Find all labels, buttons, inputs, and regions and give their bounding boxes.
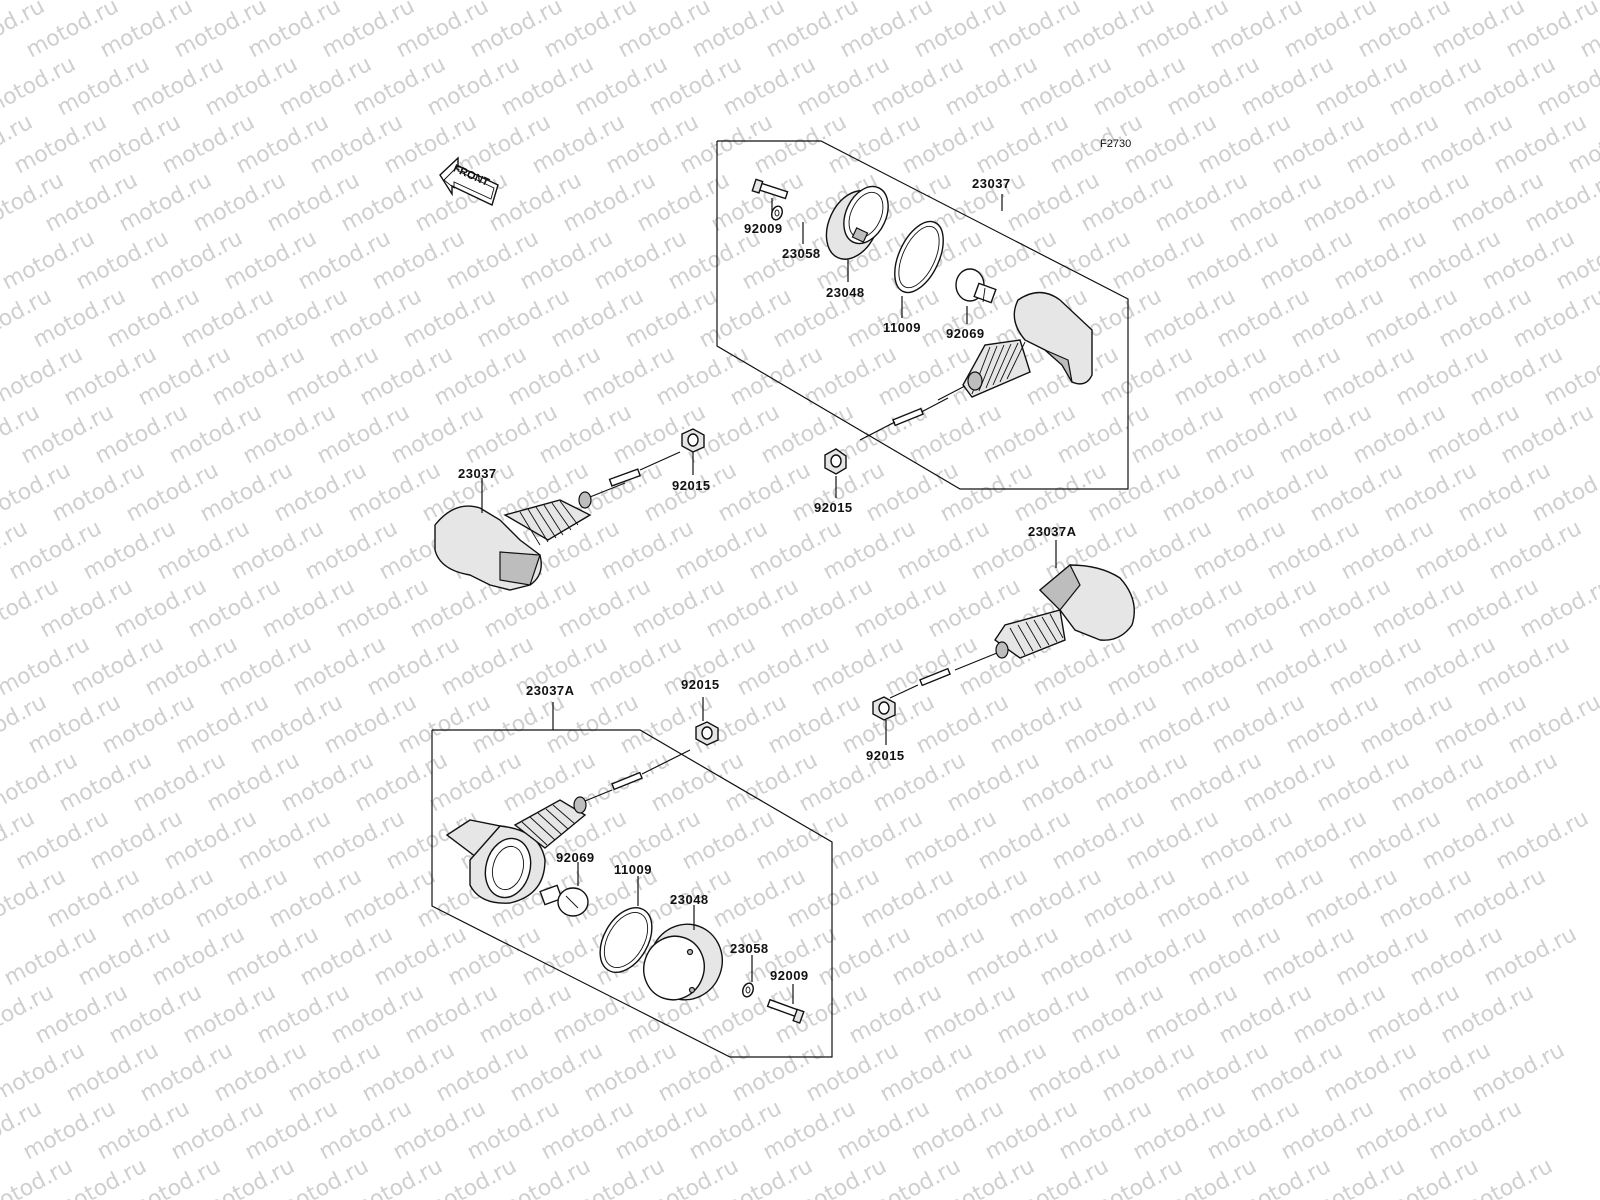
label-92009-lower: 92009	[770, 968, 809, 983]
label-92009-upper: 92009	[744, 221, 783, 236]
nut-92015-left	[681, 428, 705, 475]
bulb-92069-lower	[539, 862, 589, 917]
upper-assembly-box	[716, 140, 1129, 490]
gasket-11009-upper	[894, 220, 944, 318]
label-23037-upper: 23037	[972, 176, 1011, 191]
label-92069-upper: 92069	[946, 326, 985, 341]
label-92015-right: 92015	[866, 748, 905, 763]
gasket-11009-lower	[599, 876, 653, 973]
nut-92015-lower	[695, 697, 719, 746]
turn-signal-housing-23037-upper	[859, 194, 1093, 441]
label-23058-lower: 23058	[730, 941, 769, 956]
label-92015-lower: 92015	[681, 677, 720, 692]
screw-92009-lower	[766, 984, 805, 1024]
label-92015-upper: 92015	[814, 500, 853, 515]
washer-23058-lower	[742, 955, 754, 998]
label-23048-lower: 23048	[670, 892, 709, 907]
label-11009-lower: 11009	[614, 862, 652, 877]
label-23048-upper: 23048	[826, 285, 865, 300]
label-92015-left: 92015	[672, 478, 711, 493]
lower-assembly-box	[431, 702, 833, 1058]
lens-cap-23048-lower	[643, 905, 723, 1001]
label-23037A-lower: 23037A	[526, 683, 575, 698]
label-23037-left: 23037	[458, 466, 497, 481]
label-23037A-right: 23037A	[1028, 524, 1077, 539]
turn-signal-housing-23037A-lower	[445, 749, 691, 904]
turn-signal-23037A-right	[889, 540, 1135, 699]
lens-cap-23048-upper	[825, 185, 889, 282]
figure-code: F2730	[1100, 138, 1131, 150]
nut-92015-upper	[824, 448, 847, 498]
turn-signal-23037-left	[434, 451, 681, 591]
nut-92015-right	[872, 696, 896, 745]
bulb-92069-upper	[955, 268, 997, 324]
washer-23058-upper	[771, 205, 804, 244]
label-11009-upper: 11009	[883, 320, 921, 335]
label-23058-upper: 23058	[782, 246, 821, 261]
label-92069-lower: 92069	[556, 850, 595, 865]
